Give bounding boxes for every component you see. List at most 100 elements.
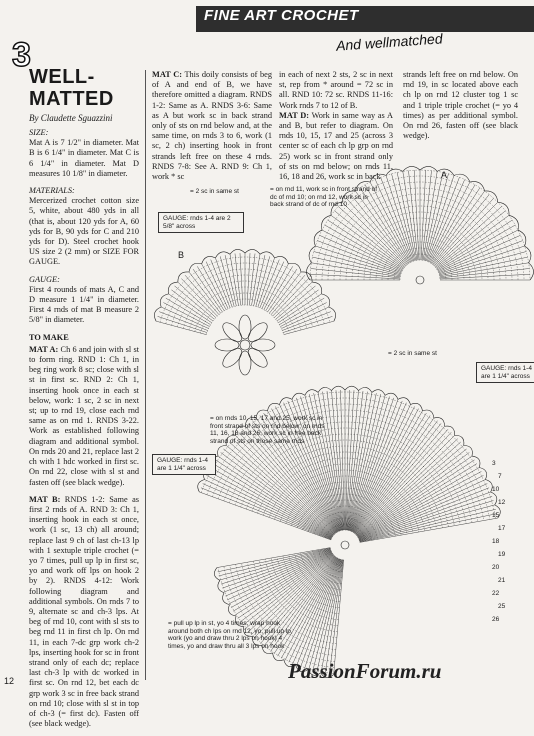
motif-d-scallop: [485, 479, 493, 493]
motif-a-stitch: [342, 202, 407, 267]
motif-d-lower-stitch: [220, 549, 331, 585]
motif-b-stitch: [157, 316, 208, 333]
motif-b-stitch: [267, 268, 298, 313]
motif-d-stitch: [357, 467, 480, 538]
motif-a-stitch: [439, 256, 528, 277]
label-mat-b: B: [178, 250, 185, 260]
round-number-label: 26: [492, 616, 500, 623]
motif-b-petal: [238, 314, 252, 340]
motif-d-stitch: [357, 455, 473, 537]
motif-b-stitch: [161, 306, 209, 329]
motif-d-lower-stitch: [270, 557, 337, 652]
motif-b-scallop: [244, 249, 261, 255]
motif-d-lower-stitch: [230, 552, 332, 608]
motif-d-scallop: [444, 425, 455, 436]
motif-d-stitch: [287, 400, 340, 532]
motif-a-scallop: [508, 215, 519, 231]
motif-b-stitch: [251, 254, 261, 306]
motif-d-lower-stitch: [216, 547, 331, 568]
motif-b-petal: [238, 350, 252, 376]
motif-d-stitch: [245, 426, 336, 534]
motif-a-scallop: [402, 166, 421, 172]
motif-b-scallop: [167, 281, 178, 294]
motif-d-stitch: [347, 393, 377, 531]
motif-b-stitch: [279, 297, 325, 325]
motif-a-stitch: [313, 251, 401, 276]
motif-d-stitch: [355, 435, 455, 535]
motif-d-lower-stitch: [240, 553, 334, 623]
motif-d-lower-ring: [324, 548, 344, 567]
motif-d-center: [340, 540, 350, 550]
motif-d-stitch: [296, 397, 341, 531]
motif-b-stitch: [281, 306, 329, 329]
motif-d-stitch: [217, 455, 333, 537]
motif-d-lower-stitch: [277, 557, 338, 657]
column-divider: [145, 70, 146, 680]
motif-d-stitch: [357, 463, 478, 538]
motif-d-stitch: [358, 483, 488, 540]
motif-a-scallop: [437, 168, 455, 176]
motif-d-scallop: [358, 387, 373, 393]
motif-b-scallop: [215, 251, 231, 259]
motif-d-stitch: [279, 404, 339, 532]
round-number-label: 12: [498, 499, 506, 506]
motif-a-scallop: [469, 181, 485, 192]
mat-a-text: Ch 6 and join with sl st to form ring. R…: [29, 344, 140, 487]
motif-a-stitch: [321, 229, 403, 272]
motif-d-stitch: [347, 392, 373, 531]
motif-d-stitch: [326, 391, 344, 531]
motif-b-stitch: [282, 311, 331, 331]
motif-b-stitch: [210, 259, 231, 308]
motif-b-scallop: [321, 293, 330, 308]
motif-d-stitch: [359, 513, 497, 543]
motif-a-stitch: [391, 173, 416, 261]
motif-b-stitch: [197, 266, 225, 311]
motif-a-scallop: [385, 168, 403, 176]
motif-d-lower-scallop: [272, 652, 284, 661]
motif-b-stitch: [201, 263, 227, 310]
motif-d-stitch: [255, 417, 337, 533]
motif-b-stitch: [249, 253, 256, 306]
motif-a-ring: [333, 193, 507, 281]
column-3: in each of next 2 sts, 2 sc in next st, …: [279, 70, 393, 189]
round-number-label: 21: [498, 577, 506, 584]
motif-d-stitch: [350, 400, 403, 532]
motif-d-scallop: [344, 385, 359, 391]
motif-d-stitch: [346, 391, 368, 531]
motif-d-stitch: [346, 390, 359, 531]
motif-d-stitch: [199, 491, 331, 541]
motif-a-stitch: [438, 235, 521, 273]
motif-d-stitch: [358, 487, 490, 540]
gauge-box-b: GAUGE: rnds 1-4 are 2 5/8" across: [158, 212, 244, 233]
motif-d-stitch: [354, 429, 449, 534]
motif-b-stitch: [165, 297, 211, 325]
motif-d-stitch: [283, 402, 340, 532]
motif-d-stitch: [248, 423, 336, 534]
motif-d-lower-stitch: [248, 554, 334, 632]
motif-d-stitch: [202, 483, 332, 540]
motif-d-stitch: [348, 394, 381, 531]
motif-b-stitch: [270, 275, 306, 315]
motif-d-stitch: [259, 415, 337, 533]
motif-d-stitch: [235, 435, 335, 535]
motif-a-stitch: [431, 190, 485, 264]
motif-a-stitch: [319, 235, 402, 273]
motif-d-lower-stitch: [218, 548, 331, 577]
motif-d-lower-stitch: [237, 553, 333, 619]
motif-d-lower-stitch: [245, 554, 334, 629]
motif-d-stitch: [335, 390, 345, 531]
motif-d-lower-stitch: [217, 547, 331, 572]
motif-a-ring: [339, 199, 501, 281]
round-number-label: 20: [492, 564, 500, 571]
motif-d-lower-scallop: [243, 626, 253, 637]
motif-b-stitch: [255, 256, 270, 307]
motif-a-stitch: [422, 171, 438, 261]
column-4: strands left free on rnd below. On rnd 1…: [403, 70, 518, 148]
motif-d-lower-stitch: [242, 554, 334, 626]
motif-d-lower-ring: [265, 559, 338, 626]
motif-a-stitch: [439, 262, 529, 278]
motif-a-scallop: [497, 201, 510, 216]
motif-b-ring: [177, 274, 313, 327]
motif-b-stitch: [174, 285, 215, 320]
motif-d-stitch: [358, 471, 482, 539]
